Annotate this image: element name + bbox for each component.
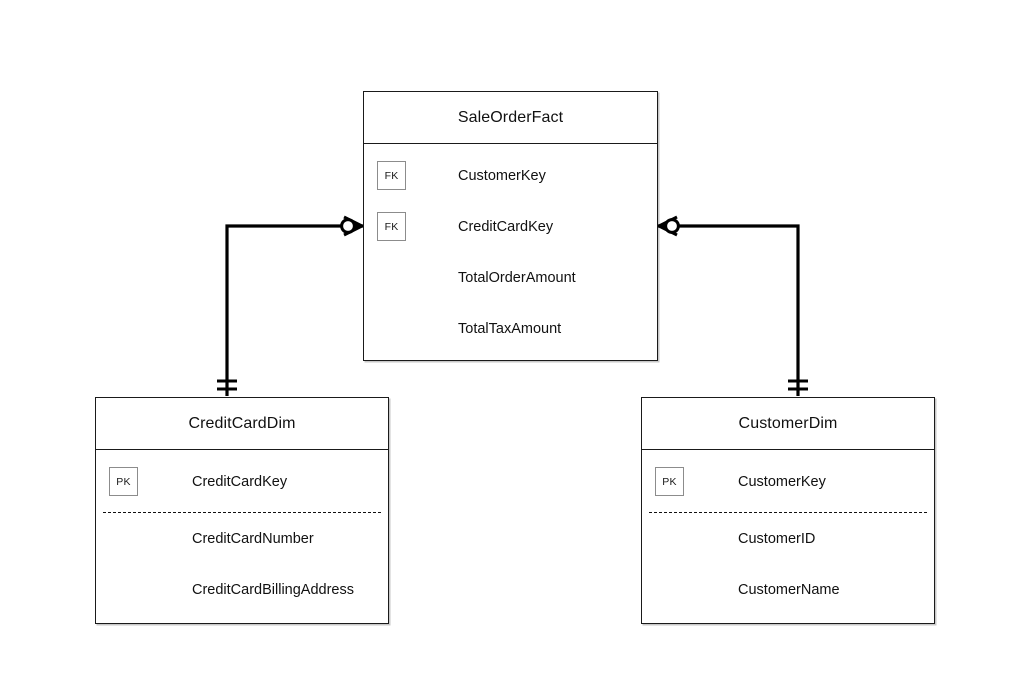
pk-badge: PK [109,467,138,496]
cardinality-one-left [217,379,237,391]
entity-header-sale-order-fact: SaleOrderFact [364,92,657,144]
entity-customer-dim[interactable]: CustomerDim PK CustomerKey CustomerID Cu… [641,397,935,624]
entity-title-credit-card-dim: CreditCardDim [188,414,296,432]
attribute-row[interactable]: TotalOrderAmount [364,252,657,303]
entity-header-credit-card-dim: CreditCardDim [96,398,388,450]
relationship-line-left [225,224,363,396]
relationship-creditcarddim-saleorderfact[interactable] [217,215,363,396]
attribute-name: TotalTaxAmount [458,320,562,337]
attribute-name: CustomerID [738,530,816,547]
entity-body-sale-order-fact: FK CustomerKey FK CreditCardKey TotalOrd… [364,144,657,361]
attribute-name: CreditCardKey [192,473,288,490]
relationship-customerdim-saleorderfact[interactable] [658,215,808,396]
entity-header-customer-dim: CustomerDim [642,398,934,450]
attribute-row[interactable]: PK CustomerKey [642,456,934,507]
relationship-line-right [658,224,800,396]
attribute-row[interactable]: FK CreditCardKey [364,201,657,252]
cardinality-one-right [788,379,808,391]
key-attribute-separator [103,512,381,513]
optionality-ring-left [340,218,356,234]
attribute-name: CustomerKey [458,167,546,184]
attribute-row[interactable]: CustomerName [642,564,934,615]
attribute-row[interactable]: CreditCardNumber [96,513,388,564]
entity-body-customer-dim: PK CustomerKey CustomerID CustomerName [642,450,934,624]
key-attribute-separator [649,512,927,513]
attribute-name: CustomerName [738,581,840,598]
pk-badge: PK [655,467,684,496]
attribute-row[interactable]: TotalTaxAmount [364,303,657,354]
entity-title-sale-order-fact: SaleOrderFact [457,108,564,126]
entity-body-credit-card-dim: PK CreditCardKey CreditCardNumber Credit… [96,450,388,624]
entity-credit-card-dim[interactable]: CreditCardDim PK CreditCardKey CreditCar… [95,397,389,624]
attribute-name: CustomerKey [738,473,826,490]
attribute-name: CreditCardKey [458,218,554,235]
attribute-name: CreditCardBillingAddress [192,581,354,598]
attribute-name: TotalOrderAmount [458,269,576,286]
fk-badge: FK [377,212,406,241]
optionality-ring-right [664,218,680,234]
attribute-row[interactable]: CustomerID [642,513,934,564]
attribute-row[interactable]: FK CustomerKey [364,150,657,201]
entity-title-customer-dim: CustomerDim [738,414,838,432]
attribute-row[interactable]: PK CreditCardKey [96,456,388,507]
attribute-name: CreditCardNumber [192,530,314,547]
entity-sale-order-fact[interactable]: SaleOrderFact FK CustomerKey FK CreditCa… [363,91,658,361]
attribute-row[interactable]: CreditCardBillingAddress [96,564,388,615]
fk-badge: FK [377,161,406,190]
